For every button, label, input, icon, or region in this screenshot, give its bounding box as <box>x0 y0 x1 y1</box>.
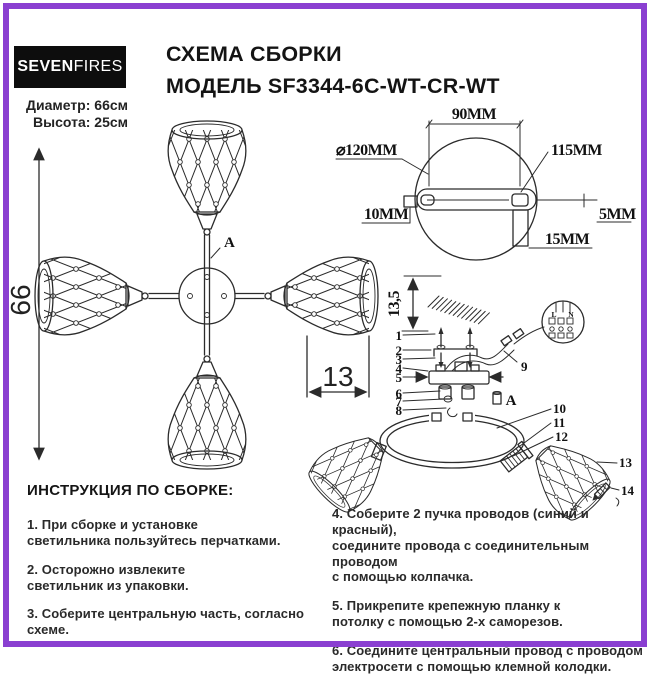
callout-10: 10 <box>553 401 566 416</box>
assembly-instruction-sheet: { "page": { "accent": "#8a3fd1", "backgr… <box>3 3 647 674</box>
height-label: Высота: 25см <box>33 113 128 130</box>
title-line-1: СХЕМА СБОРКИ <box>166 42 342 66</box>
mounting-bar <box>413 361 504 385</box>
callout-9: 9 <box>521 359 528 374</box>
callout-leaders-right <box>496 408 620 491</box>
dimension-shade-13: 13 <box>306 335 370 398</box>
ring-base <box>370 395 525 469</box>
detail-offset-115mm: 115MM <box>551 142 602 159</box>
instructions-heading: ИНСТРУКЦИЯ ПО СБОРКЕ: <box>27 482 234 499</box>
wires <box>445 326 545 372</box>
shade-dim-value: 13 <box>322 361 353 392</box>
ceiling-hatch <box>427 295 490 325</box>
instructions-left-column: ИНСТРУКЦИЯ ПО СБОРКЕ: 1. При сборке и ус… <box>27 482 327 651</box>
instruction-step-3: 3. Соберите центральную часть, согласно … <box>27 606 305 638</box>
callout-13: 13 <box>619 455 633 470</box>
mounting-plate-detail: 90MM ⌀120MM 115MM 10MM 5MM 15MM <box>335 106 637 261</box>
detail-tab-10mm: 10MM <box>364 206 409 223</box>
terminal-neutral-label: N <box>568 310 574 319</box>
callout-8: 8 <box>396 403 403 418</box>
exploded-height-dim: 13,5 <box>386 291 403 318</box>
brand-logo-bold: SEVEN <box>17 58 74 75</box>
diameter-label: Диаметр: 66см <box>26 97 128 113</box>
instruction-step-2: 2. Осторожно извлеките светильник из упа… <box>27 561 189 593</box>
detail-diameter-120mm: ⌀120MM <box>336 142 397 159</box>
callout-5: 5 <box>396 370 403 385</box>
page-title: СХЕМА СБОРКИ МОДЕЛЬ SF3344-6C-WT-CR-WT <box>166 38 636 103</box>
callout-11: 11 <box>553 415 565 430</box>
callout-3: 3 <box>396 352 403 367</box>
screws-up <box>436 327 475 350</box>
instruction-step-5: 5. Прикрепите крепежную планку к потолку… <box>332 598 563 630</box>
callout-2: 2 <box>396 343 403 358</box>
callout-12: 12 <box>555 429 568 444</box>
callout-7: 7 <box>396 394 403 409</box>
terminal-detail: L N <box>541 300 585 344</box>
fixture-dimensions: Диаметр: 66см Высота: 25см <box>14 97 128 130</box>
callout-1: 1 <box>396 328 403 343</box>
brand-logo-light: FIRES <box>73 58 123 75</box>
detail-tab-15mm: 15MM <box>545 231 590 248</box>
chandelier-overview: A <box>35 121 378 469</box>
instruction-step-4: 4. Соберите 2 пучка проводов (синий и кр… <box>332 506 590 585</box>
socket-right <box>499 440 534 473</box>
bracket <box>433 348 478 357</box>
height-dim-value: 66 <box>5 284 36 315</box>
terminal-live-label: L <box>551 310 556 319</box>
callout-14: 14 <box>621 483 635 498</box>
instruction-step-1: 1. При сборке и установке светильника по… <box>27 517 281 548</box>
part-a-label: A <box>506 393 517 409</box>
callout-numbers: 1 2 3 4 5 6 7 8 9 10 11 12 13 14 <box>396 328 635 498</box>
exploded-view: 13,5 <box>287 275 635 542</box>
part-a-detail: A <box>492 391 517 409</box>
arm-label-a: A <box>224 235 235 251</box>
technical-drawing: A 66 13 90MM ⌀120MM 115MM 10MM <box>5 106 637 650</box>
lock-nuts <box>438 384 475 400</box>
callout-4: 4 <box>396 361 403 376</box>
detail-gap-5mm: 5MM <box>599 206 636 223</box>
instruction-step-6: 6. Соедините центральный провод с провод… <box>332 643 643 674</box>
callout-6: 6 <box>396 386 403 401</box>
dimension-height-66: 66 <box>5 147 45 461</box>
title-line-2: МОДЕЛЬ SF3344-6C-WT-CR-WT <box>166 74 500 99</box>
callout-leaders-left <box>402 333 447 411</box>
instructions-right-column: 4. Соберите 2 пучка проводов (синий и кр… <box>332 506 644 688</box>
detail-width-90mm: 90MM <box>452 106 497 123</box>
